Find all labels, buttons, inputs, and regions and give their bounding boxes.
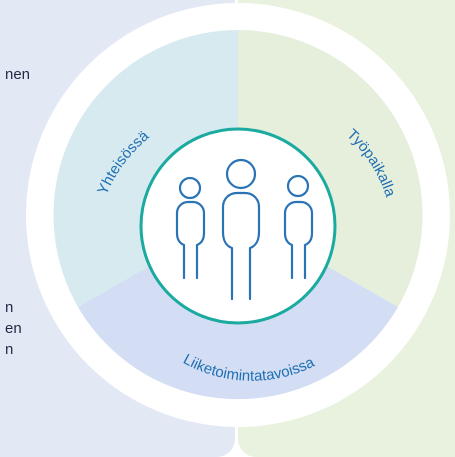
- left-text-line-3: en: [5, 320, 22, 337]
- left-text-line-2: n: [5, 299, 14, 316]
- left-text-line-4: n: [5, 341, 14, 358]
- people-group-icon: [175, 158, 314, 301]
- center-circle: [139, 127, 337, 325]
- left-text-line-1: nen: [5, 66, 31, 83]
